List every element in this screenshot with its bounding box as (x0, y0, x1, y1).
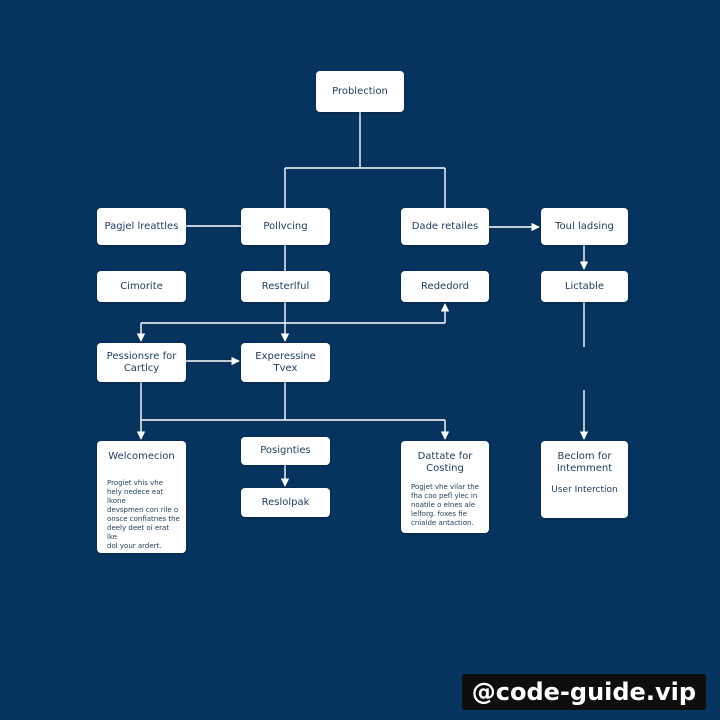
card-beclom-title: Beclom for Intemment (556, 451, 613, 474)
node-cimorite-label: Cimorite (120, 280, 163, 292)
node-rededord: Rededord (401, 271, 489, 302)
node-pessionsre-label: Pessionsre for Cartlcy (106, 350, 177, 374)
node-experessine: Experessine Tvex (241, 343, 330, 382)
card-beclom: Beclom for Intemment User Interction (541, 441, 628, 518)
node-lictable-label: Lictable (564, 280, 605, 292)
node-cimorite: Cimorite (97, 271, 186, 302)
node-reslolpak: Reslolpak (241, 488, 330, 517)
node-experessine-label: Experessine Tvex (255, 350, 316, 374)
node-toul-ladsing-label: Toul ladsing (555, 220, 614, 232)
node-pagjel-label: Pagjel lreattles (104, 220, 179, 232)
node-reslolpak-label: Reslolpak (261, 496, 310, 508)
node-pessionsre: Pessionsre for Cartlcy (97, 343, 186, 382)
card-dattate-title: Dattate for Costing (417, 451, 473, 474)
node-lictable: Lictable (541, 271, 628, 302)
card-welcomecion: Welcomecion Progiet vhis vhe hely nedece… (97, 441, 186, 553)
node-pollvcing: Pollvcing (241, 208, 330, 245)
node-pagjel: Pagjel lreattles (97, 208, 186, 245)
card-beclom-subtitle: User Interction (551, 485, 618, 495)
node-pollvcing-label: Pollvcing (263, 220, 308, 232)
node-posignties: Posignties (241, 437, 330, 465)
node-resterlful-label: Resterlful (261, 280, 310, 292)
node-resterlful: Resterlful (241, 271, 330, 302)
node-toul-ladsing: Toul ladsing (541, 208, 628, 245)
card-dattate-body: Pogjet vhe vilar the fha coo pefl ylec i… (411, 483, 479, 527)
card-welcomecion-title: Welcomecion (108, 451, 175, 462)
watermark-label: @code-guide.vip (461, 674, 706, 710)
node-posignties-label: Posignties (260, 445, 311, 456)
card-dattate: Dattate for Costing Pogjet vhe vilar the… (401, 441, 489, 533)
card-welcomecion-body: Progiet vhis vhe hely nedece eat lkone d… (107, 479, 180, 550)
node-problection-label: Problection (332, 85, 388, 97)
node-problection: Problection (316, 71, 404, 112)
node-dade-retailes-label: Dade retailes (411, 220, 479, 232)
node-rededord-label: Rededord (421, 280, 469, 292)
node-dade-retailes: Dade retailes (401, 208, 489, 245)
